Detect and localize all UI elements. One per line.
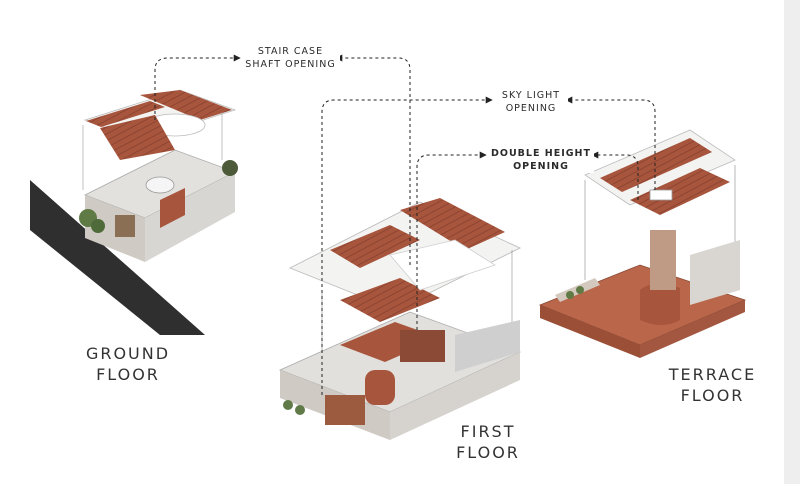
- callout-line: SKY LIGHT: [501, 90, 561, 101]
- floor-label-line: GROUND: [85, 344, 171, 363]
- stair-case-callout: STAIR CASE SHAFT OPENING: [241, 45, 340, 71]
- first-floor-roof-slab: [288, 198, 522, 322]
- callout-line: DOUBLE HEIGHT: [491, 148, 591, 159]
- floor-label-line: FIRST: [460, 422, 516, 441]
- stair-case-leader-left: [154, 54, 241, 120]
- first-floor-model: [278, 198, 522, 440]
- double-height-leader-right: [591, 151, 639, 200]
- floor-label-line: FLOOR: [680, 386, 745, 405]
- callout-line: OPENING: [505, 103, 557, 114]
- floor-label-line: FLOOR: [96, 365, 160, 384]
- sky-light-callout: SKY LIGHT OPENING: [494, 89, 568, 115]
- first-floor-plan-block: [278, 311, 522, 440]
- double-height-callout: DOUBLE HEIGHT OPENING: [488, 147, 594, 173]
- road: [30, 180, 205, 335]
- ground-floor-roof-slab: [83, 89, 237, 160]
- first-floor-label: FIRST FLOOR: [438, 421, 538, 463]
- ground-floor-model: [30, 89, 238, 335]
- ground-floor-plan-block: [84, 149, 236, 262]
- double-height-leader-left: [416, 151, 487, 330]
- terrace-roof-slab: [584, 129, 736, 215]
- floor-label-line: FLOOR: [456, 443, 520, 462]
- terrace-greenery: [566, 286, 584, 299]
- terrace-plan-block: [538, 230, 747, 358]
- callout-line: STAIR CASE: [257, 46, 324, 57]
- stair-case-leader-right: [335, 54, 411, 265]
- leader-lines: [154, 54, 656, 395]
- floor-label-line: TERRACE: [668, 365, 757, 384]
- ground-floor-label: GROUND FLOOR: [78, 343, 178, 385]
- right-edge-strip: [784, 0, 800, 484]
- terrace-floor-label: TERRACE FLOOR: [660, 364, 765, 406]
- first-floor-greenery: [283, 400, 305, 415]
- sky-light-leader-right: [565, 96, 656, 190]
- callout-line: OPENING: [513, 161, 569, 172]
- ground-floor-greenery: [79, 160, 238, 233]
- sky-light-leader-left: [321, 96, 493, 395]
- callout-line: SHAFT OPENING: [245, 59, 336, 70]
- terrace-floor-model: [538, 129, 747, 358]
